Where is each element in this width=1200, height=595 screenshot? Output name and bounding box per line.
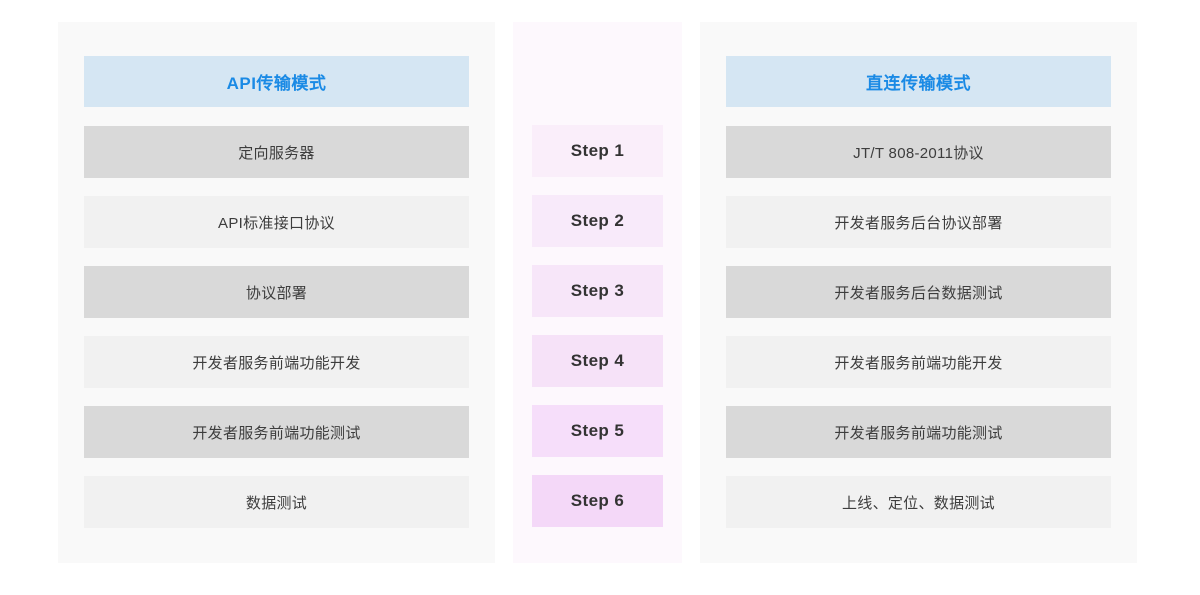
panel-direct-transfer-mode: 直连传输模式 JT/T 808-2011协议 开发者服务后台协议部署 开发者服务… (700, 22, 1137, 563)
right-row-6[interactable]: 上线、定位、数据测试 (726, 476, 1111, 528)
left-row-2[interactable]: API标准接口协议 (84, 196, 469, 248)
left-row-1[interactable]: 定向服务器 (84, 126, 469, 178)
right-row-5[interactable]: 开发者服务前端功能测试 (726, 406, 1111, 458)
right-row-1[interactable]: JT/T 808-2011协议 (726, 126, 1111, 178)
step-column-stack: Step 1 Step 2 Step 3 Step 4 Step 5 Step … (532, 125, 663, 527)
step-chip-2[interactable]: Step 2 (532, 195, 663, 247)
right-row-4[interactable]: 开发者服务前端功能开发 (726, 336, 1111, 388)
right-row-3[interactable]: 开发者服务后台数据测试 (726, 266, 1111, 318)
right-column-stack: 直连传输模式 JT/T 808-2011协议 开发者服务后台协议部署 开发者服务… (726, 56, 1111, 528)
right-column-header: 直连传输模式 (726, 56, 1111, 107)
right-row-2[interactable]: 开发者服务后台协议部署 (726, 196, 1111, 248)
step-chip-3[interactable]: Step 3 (532, 265, 663, 317)
step-chip-1[interactable]: Step 1 (532, 125, 663, 177)
left-row-4[interactable]: 开发者服务前端功能开发 (84, 336, 469, 388)
left-column-stack: API传输模式 定向服务器 API标准接口协议 协议部署 开发者服务前端功能开发… (84, 56, 469, 528)
left-row-6[interactable]: 数据测试 (84, 476, 469, 528)
left-column-header: API传输模式 (84, 56, 469, 107)
left-row-3[interactable]: 协议部署 (84, 266, 469, 318)
step-chip-5[interactable]: Step 5 (532, 405, 663, 457)
step-chip-6[interactable]: Step 6 (532, 475, 663, 527)
panel-steps: Step 1 Step 2 Step 3 Step 4 Step 5 Step … (513, 22, 682, 563)
step-chip-4[interactable]: Step 4 (532, 335, 663, 387)
panel-api-transfer-mode: API传输模式 定向服务器 API标准接口协议 协议部署 开发者服务前端功能开发… (58, 22, 495, 563)
left-row-5[interactable]: 开发者服务前端功能测试 (84, 406, 469, 458)
